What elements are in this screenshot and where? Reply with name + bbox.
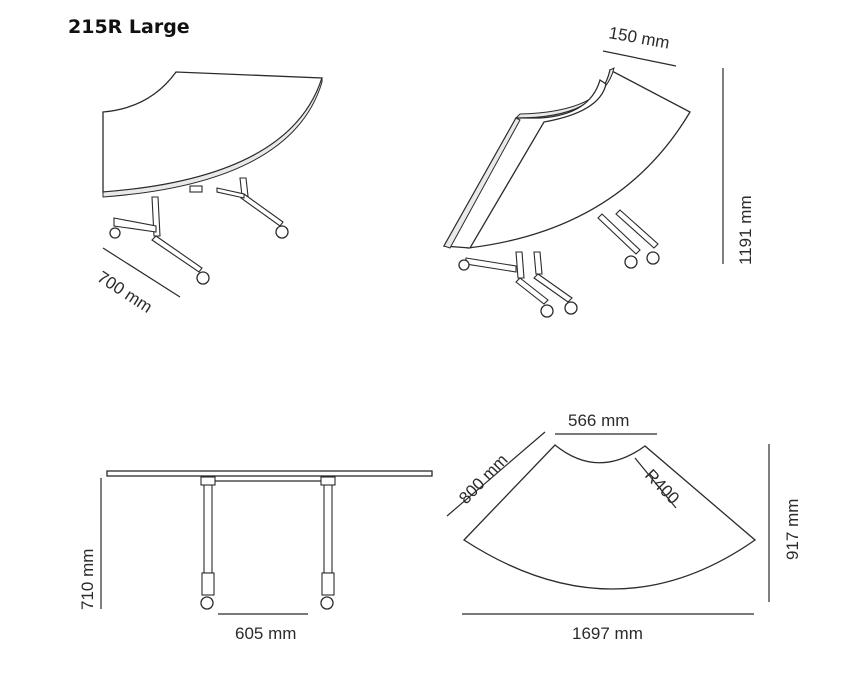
inner-chord-label: 566 mm [568, 411, 629, 430]
side-elevation-view: 710 mm 605 mm [78, 470, 433, 643]
perspective-open-view: 700 mm [94, 71, 323, 317]
folded-height-label: 1191 mm [736, 195, 755, 265]
depth-dimension-label: 700 mm [94, 267, 156, 316]
table-height-label: 710 mm [78, 549, 97, 610]
leg-spacing-label: 605 mm [235, 624, 296, 643]
perspective-folded-view: 150 mm 1191 mm [442, 23, 755, 318]
plan-view: 566 mm 800 mm R400 917 mm 1697 mm [446, 411, 802, 643]
outer-depth-label: 917 mm [783, 499, 802, 560]
product-title: 215R Large [68, 16, 190, 38]
folded-thickness-label: 150 mm [607, 23, 671, 52]
outer-chord-label: 1697 mm [572, 624, 643, 643]
